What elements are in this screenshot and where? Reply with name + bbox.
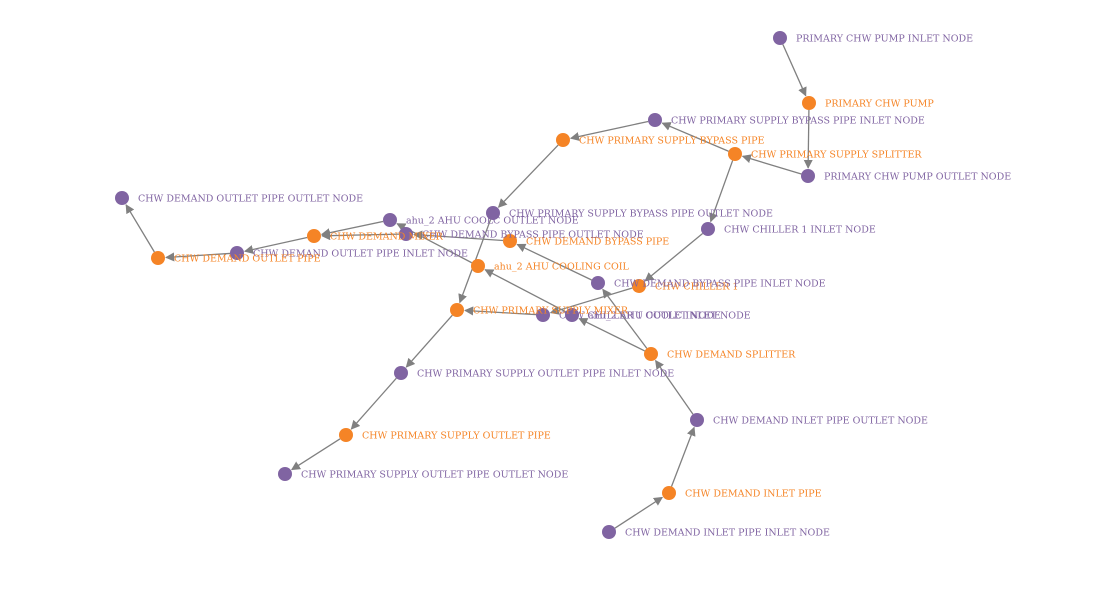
graph-node-label-n15: ahu_2 AHU COOLING COIL [494,262,630,273]
graph-node-n10[interactable] [591,276,605,290]
edge-n19-to-n16 [578,317,646,352]
edge-n4-to-n8 [709,160,734,223]
edge-n21-to-n22 [125,204,155,253]
graph-node-n20[interactable] [230,246,244,260]
graph-node-n22[interactable] [115,191,129,205]
graph-node-label-n16: ahu_2 AHU COOLC INLET NODE [588,311,751,322]
graph-node-label-n6: CHW PRIMARY SUPPLY BYPASS PIPE [579,136,765,147]
edge-n1-to-n2 [782,44,807,97]
graph-node-n2[interactable] [802,96,816,110]
graph-node-label-n1: PRIMARY CHW PUMP INLET NODE [796,34,973,45]
label-layer: PRIMARY CHW PUMP INLET NODE PRIMARY CHW P… [138,34,1011,539]
graph-node-n25[interactable] [278,467,292,481]
graph-node-n16[interactable] [565,308,579,322]
edge-n3-to-n4 [741,154,802,175]
graph-node-label-n26: CHW DEMAND INLET PIPE OUTLET NODE [713,416,928,427]
graph-node-n3[interactable] [801,169,815,183]
graph-node-n9[interactable] [632,279,646,293]
graph-node-n24[interactable] [339,428,353,442]
node-layer [115,31,816,539]
graph-node-n12[interactable] [399,227,413,241]
graph-node-label-n13: CHW DEMAND MIXER [330,232,444,243]
graph-node-label-n20: CHW DEMAND OUTLET PIPE INLET NODE [253,249,468,260]
edge-n6-to-n7 [497,144,559,208]
graph-node-label-n23: CHW PRIMARY SUPPLY OUTLET PIPE INLET NOD… [417,369,674,380]
graph-node-label-n5: CHW PRIMARY SUPPLY BYPASS PIPE INLET NOD… [671,116,925,127]
graph-node-label-n4: CHW PRIMARY SUPPLY SPLITTER [751,150,922,161]
graph-node-label-n22: CHW DEMAND OUTLET PIPE OUTLET NODE [138,194,363,205]
graph-node-label-n24: CHW PRIMARY SUPPLY OUTLET PIPE [362,431,551,442]
graph-node-n27[interactable] [662,486,676,500]
graph-node-n15[interactable] [471,259,485,273]
edge-n14-to-n13 [320,220,384,238]
graph-node-label-n17: CHW CHILLER 1 OUTLET NODE [559,311,721,322]
graph-node-label-n21: CHW DEMAND OUTLET PIPE [174,254,321,265]
graph-node-n1[interactable] [773,31,787,45]
edge-n20-to-n21 [165,252,231,262]
graph-node-n26[interactable] [690,413,704,427]
edge-n9-to-n17 [549,287,633,315]
graph-node-n23[interactable] [394,366,408,380]
graph-node-label-n8: CHW CHILLER 1 INLET NODE [724,225,876,236]
graph-node-label-n2: PRIMARY CHW PUMP [825,99,934,110]
graph-node-n8[interactable] [701,222,715,236]
edge-n26-to-n19 [655,359,694,415]
graph-node-n11[interactable] [503,234,517,248]
graph-node-n6[interactable] [556,133,570,147]
graph-node-label-n12: CHW DEMAND BYPASS PIPE OUTLET NODE [422,230,644,241]
graph-node-label-n7: CHW PRIMARY SUPPLY BYPASS PIPE OUTLET NO… [509,209,773,220]
edge-n18-to-n23 [405,314,453,368]
edge-n13-to-n20 [243,236,308,254]
graph-node-n19[interactable] [644,347,658,361]
edge-n27-to-n26 [670,426,696,487]
edge-n11-to-n12 [413,230,504,242]
edge-n4-to-n5 [661,122,729,152]
edge-n5-to-n6 [569,120,649,142]
graph-node-label-n18: CHW PRIMARY SUPPLY MIXER [473,306,629,317]
graph-node-label-n14: ahu_2 AHU COOLC OUTLET NODE [406,216,579,227]
edge-n12-to-n13 [321,231,400,241]
edge-n10-to-n11 [516,243,592,281]
graph-node-label-n25: CHW PRIMARY SUPPLY OUTLET PIPE OUTLET NO… [301,470,568,481]
graph-node-n14[interactable] [383,213,397,227]
graph-node-n28[interactable] [602,525,616,539]
graph-node-n4[interactable] [728,147,742,161]
graph-node-n7[interactable] [486,206,500,220]
graph-node-label-n27: CHW DEMAND INLET PIPE [685,489,822,500]
graph-node-label-n3: PRIMARY CHW PUMP OUTLET NODE [824,172,1011,183]
graph-node-n21[interactable] [151,251,165,265]
edge-n16-to-n15 [484,269,567,313]
graph-node-label-n9: CHW CHILLER 1 [655,282,738,293]
graph-node-n5[interactable] [648,113,662,127]
edge-n19-to-n10 [602,288,648,349]
edge-n8-to-n9 [644,232,704,282]
edge-n28-to-n27 [614,496,664,529]
edge-n24-to-n25 [290,438,341,471]
graph-node-n17[interactable] [536,308,550,322]
graph-node-n18[interactable] [450,303,464,317]
graph-node-n13[interactable] [307,229,321,243]
graph-node-label-n28: CHW DEMAND INLET PIPE INLET NODE [625,528,830,539]
edge-layer [125,44,813,529]
edge-n2-to-n3 [803,109,813,169]
graph-node-label-n11: CHW DEMAND BYPASS PIPE [526,237,669,248]
edge-n17-to-n18 [464,306,537,316]
graph-node-label-n10: CHW DEMAND BYPASS PIPE INLET NODE [614,279,826,290]
graph-node-label-n19: CHW DEMAND SPLITTER [667,350,796,361]
edge-n23-to-n24 [350,377,397,430]
